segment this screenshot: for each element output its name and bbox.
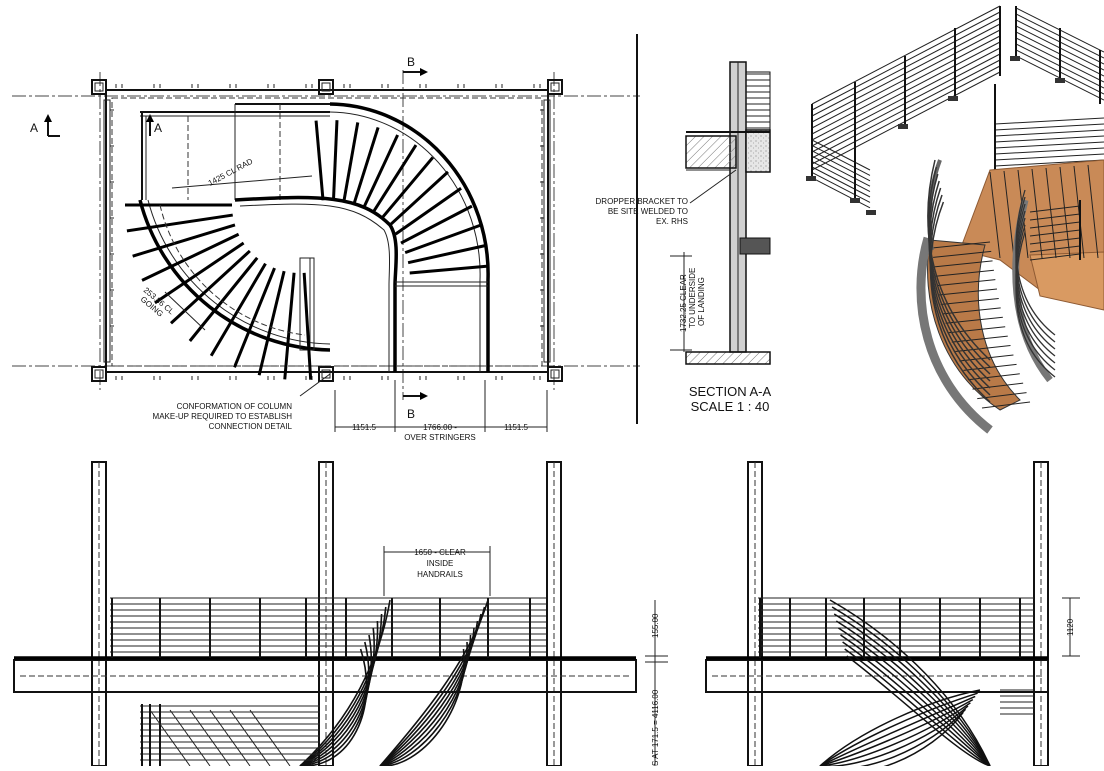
- outer-stringer-3d: [916, 236, 993, 434]
- concrete-slab: [745, 129, 771, 173]
- svg-text:1151.5: 1151.5: [504, 423, 528, 432]
- dim-risers: S AT 171.5 = 4116.00: [651, 689, 660, 766]
- isometric-view: [806, 5, 1104, 434]
- svg-text:TO UNDERSIDE: TO UNDERSIDE: [688, 268, 697, 328]
- spiral-treads: [125, 120, 490, 380]
- section-handrail: [746, 73, 770, 129]
- dropper-bracket: [739, 237, 771, 255]
- bracket-note: DROPPER BRACKET TO BE SITE WELDED TO EX.…: [596, 197, 688, 226]
- svg-text:1766.00 -: 1766.00 -: [423, 423, 457, 432]
- svg-text:HANDRAILS: HANDRAILS: [417, 570, 463, 579]
- dim-155: 155.00: [651, 613, 660, 638]
- frame-inner-dashed: [111, 97, 543, 367]
- section-b-marker-top: B: [403, 55, 428, 76]
- svg-text:CONFORMATION OF COLUMN: CONFORMATION OF COLUMN: [177, 402, 293, 411]
- rhs-left: [103, 99, 111, 363]
- landing-beam: [685, 135, 737, 169]
- svg-text:OVER STRINGERS: OVER STRINGERS: [404, 433, 476, 442]
- section-title: SECTION A-A: [689, 384, 772, 399]
- frame-bolt-marks: [110, 84, 544, 380]
- clear-height-note: 1732.25 CLEAR TO UNDERSIDE OF LANDING: [679, 268, 706, 332]
- landing-frame: [105, 89, 549, 373]
- side-stair-flight: [819, 599, 1034, 771]
- front-elevation: 1650 - CLEAR INSIDE HANDRAILS 155.00 S A…: [13, 461, 668, 767]
- front-handrail: [110, 597, 546, 658]
- svg-text:DROPPER BRACKET TO: DROPPER BRACKET TO: [596, 197, 688, 206]
- side-elevation: 1120: [705, 461, 1080, 771]
- floor-slab: [685, 351, 771, 365]
- side-handrail: [758, 597, 1034, 658]
- svg-text:MAKE-UP REQUIRED TO ESTABLISH: MAKE-UP REQUIRED TO ESTABLISH: [153, 412, 293, 421]
- plan-dimensions: 1151.5 1766.00 - OVER STRINGERS 1151.5: [334, 380, 548, 442]
- handrail-clear-note: 1650 - CLEAR INSIDE HANDRAILS: [414, 548, 466, 579]
- inner-stringer: [234, 195, 398, 372]
- landing-beam-elev: [13, 659, 637, 693]
- section-a-marker-right: A: [146, 114, 162, 136]
- railing-back-left: [811, 5, 1001, 209]
- svg-text:OF LANDING: OF LANDING: [697, 277, 706, 326]
- railing-back-right: [994, 7, 1104, 173]
- svg-text:A: A: [154, 121, 162, 135]
- svg-text:INSIDE: INSIDE: [427, 559, 454, 568]
- helical-handrail: [927, 159, 1056, 403]
- section-scale: SCALE 1 : 40: [691, 399, 770, 414]
- section-b-marker-bottom: B: [403, 392, 428, 421]
- plan-view: 1425 CL RAD 253.86 CL GOING A A B B: [12, 55, 640, 442]
- column-note: CONFORMATION OF COLUMN MAKE-UP REQUIRED …: [153, 402, 293, 431]
- section-a-a: DROPPER BRACKET TO BE SITE WELDED TO EX.…: [596, 61, 772, 414]
- svg-text:1151.5: 1151.5: [352, 423, 376, 432]
- svg-text:EX. RHS: EX. RHS: [656, 217, 688, 226]
- dim-1120: 1120: [1066, 618, 1075, 636]
- svg-text:1650 - CLEAR: 1650 - CLEAR: [414, 548, 466, 557]
- outer-stringer-right: [329, 102, 490, 372]
- front-stair-flight: [140, 599, 489, 767]
- svg-text:B: B: [407, 55, 415, 69]
- svg-text:B: B: [407, 407, 415, 421]
- columns: [91, 79, 563, 382]
- section-a-marker-left: A: [30, 114, 60, 137]
- rhs-right: [543, 99, 551, 363]
- svg-text:1732.25 CLEAR: 1732.25 CLEAR: [679, 274, 688, 332]
- svg-text:A: A: [30, 121, 38, 135]
- svg-text:BE SITE WELDED TO: BE SITE WELDED TO: [608, 207, 688, 216]
- outer-stringer-left: [138, 199, 331, 352]
- svg-text:CONNECTION DETAIL: CONNECTION DETAIL: [209, 422, 293, 431]
